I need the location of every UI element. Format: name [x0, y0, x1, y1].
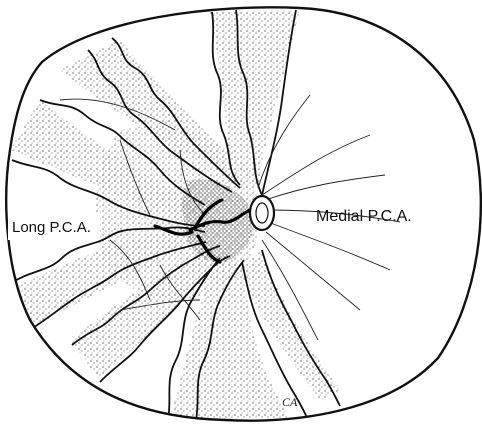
medial-pca-label: Medial P.C.A.	[316, 208, 412, 225]
artist-signature: CA	[282, 395, 298, 409]
central-vessel-trunks	[153, 198, 252, 264]
stippled-sector-superior	[210, 10, 300, 190]
long-pca-label: Long P.C.A.	[12, 219, 91, 236]
stippled-sector-inferior	[170, 260, 290, 420]
choroidal-vessels	[59, 94, 401, 341]
optic-disc	[248, 194, 276, 232]
long-pca-label-bg	[8, 212, 100, 240]
arterial-boundaries	[7, 9, 341, 421]
